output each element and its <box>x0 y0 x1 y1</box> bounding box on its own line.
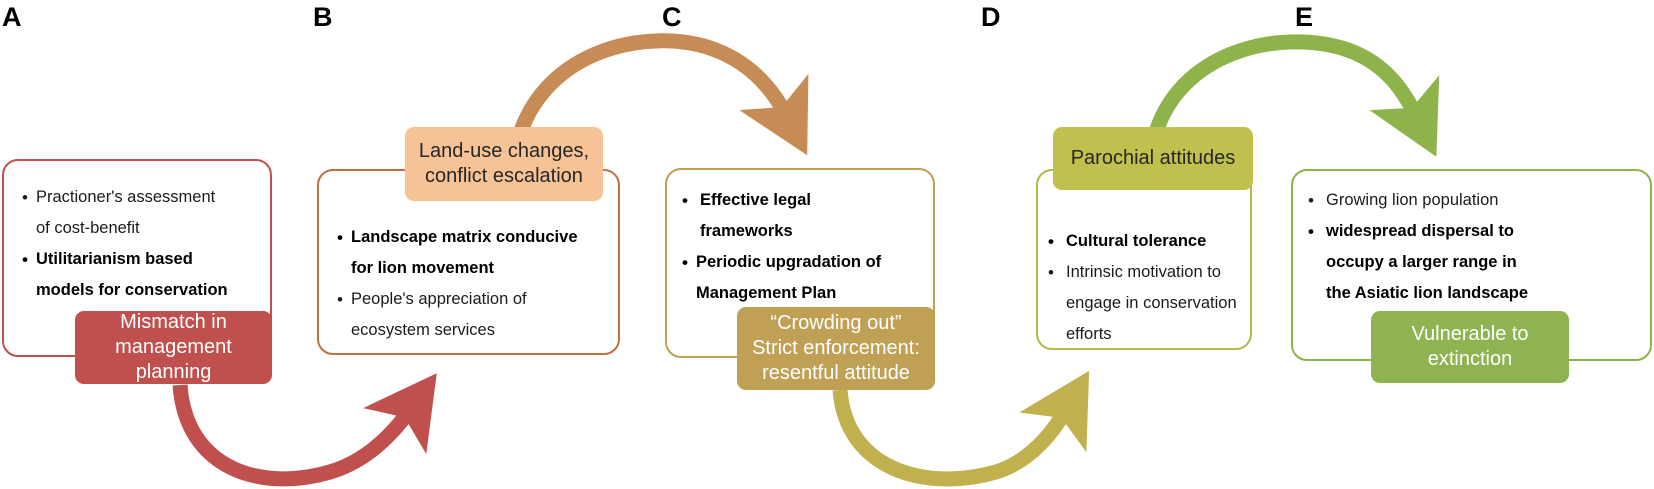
list-item: Practioner's assessment of cost-benefit <box>22 182 270 244</box>
list-item: Cultural tolerance <box>1048 226 1253 257</box>
list-item: People's appreciation of ecosystem servi… <box>337 284 621 346</box>
panel-badge-c: “Crowding out” Strict enforcement: resen… <box>737 307 935 390</box>
panel-bullets-d: Cultural tolerance Intrinsic motivation … <box>1048 226 1253 350</box>
panel-letter-a: A <box>2 2 22 32</box>
panel-bullets-a: Practioner's assessment of cost-benefit … <box>22 182 270 306</box>
list-item: Intrinsic motivation to engage in conser… <box>1048 257 1253 350</box>
panel-letter-d: D <box>981 2 1001 32</box>
list-item: Periodic upgradation of Management Plan <box>682 247 934 309</box>
panel-bullets-e: Growing lion population widespread dispe… <box>1308 185 1652 309</box>
panel-letter-b: B <box>313 2 333 32</box>
list-item: Growing lion population <box>1308 185 1652 216</box>
panel-bullets-b: Landscape matrix conducive for lion move… <box>337 222 621 346</box>
panel-bullets-c: Effective legal frameworks Periodic upgr… <box>682 185 934 309</box>
arrow-b-to-c <box>510 33 809 156</box>
panel-letter-e: E <box>1295 2 1314 32</box>
list-item: widespread dispersal to occupy a larger … <box>1308 216 1652 309</box>
arrow-a-to-b <box>172 373 437 487</box>
arrow-c-to-d <box>832 370 1090 487</box>
list-item: Utilitarianism based models for conserva… <box>22 244 270 306</box>
list-item: Effective legal frameworks <box>682 185 934 247</box>
panel-badge-a: Mismatch in management planning <box>75 311 272 384</box>
panel-badge-d: Parochial attitudes <box>1053 127 1253 190</box>
list-item: Landscape matrix conducive for lion move… <box>337 222 621 284</box>
panel-badge-e: Vulnerable to extinction <box>1371 311 1569 383</box>
panel-badge-b: Land-use changes, conflict escalation <box>405 127 603 201</box>
panel-letter-c: C <box>662 2 682 32</box>
arrow-d-to-e <box>1148 34 1440 157</box>
